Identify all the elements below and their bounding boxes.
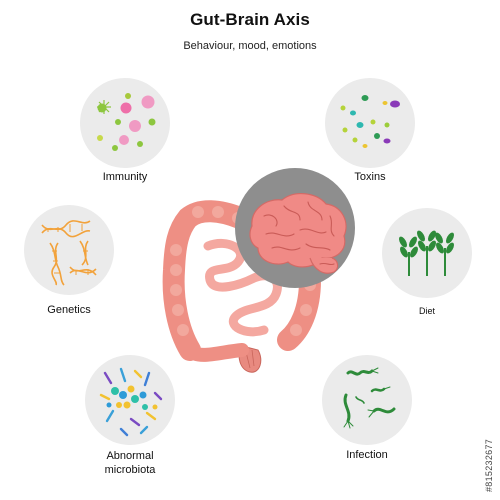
microbiota-label: Abnormal microbiota bbox=[70, 449, 190, 477]
immunity-circle bbox=[80, 78, 170, 168]
microbiota-circle bbox=[85, 355, 175, 445]
page-title: Gut-Brain Axis bbox=[190, 10, 310, 29]
diet-label: Diet bbox=[418, 306, 435, 316]
wheat-plant-icon bbox=[399, 230, 454, 276]
page-subtitle: Behaviour, mood, emotions bbox=[183, 40, 317, 52]
diet-circle bbox=[382, 208, 472, 298]
immune-cells-icon bbox=[97, 93, 156, 151]
immunity-label: Immunity bbox=[102, 171, 148, 183]
brain-icon bbox=[249, 193, 347, 274]
toxins-label: Toxins bbox=[354, 171, 386, 183]
stock-id-watermark: #815232677 bbox=[484, 438, 494, 492]
microbiota-label-line2: microbiota bbox=[104, 464, 156, 476]
microbiota-label-line1: Abnormal bbox=[106, 450, 154, 462]
toxins-circle bbox=[325, 78, 415, 168]
dna-helix-icon bbox=[41, 220, 97, 286]
infection-label: Infection bbox=[346, 449, 388, 461]
toxin-particles-icon bbox=[340, 95, 400, 148]
genetics-label: Genetics bbox=[47, 304, 91, 316]
infection-circle bbox=[322, 355, 412, 445]
genetics-circle bbox=[24, 205, 114, 295]
bacteria-mix-icon bbox=[99, 367, 163, 437]
pathogen-icon bbox=[343, 367, 396, 429]
gut-brain-illustration bbox=[150, 160, 360, 385]
intestines-icon bbox=[162, 168, 355, 373]
